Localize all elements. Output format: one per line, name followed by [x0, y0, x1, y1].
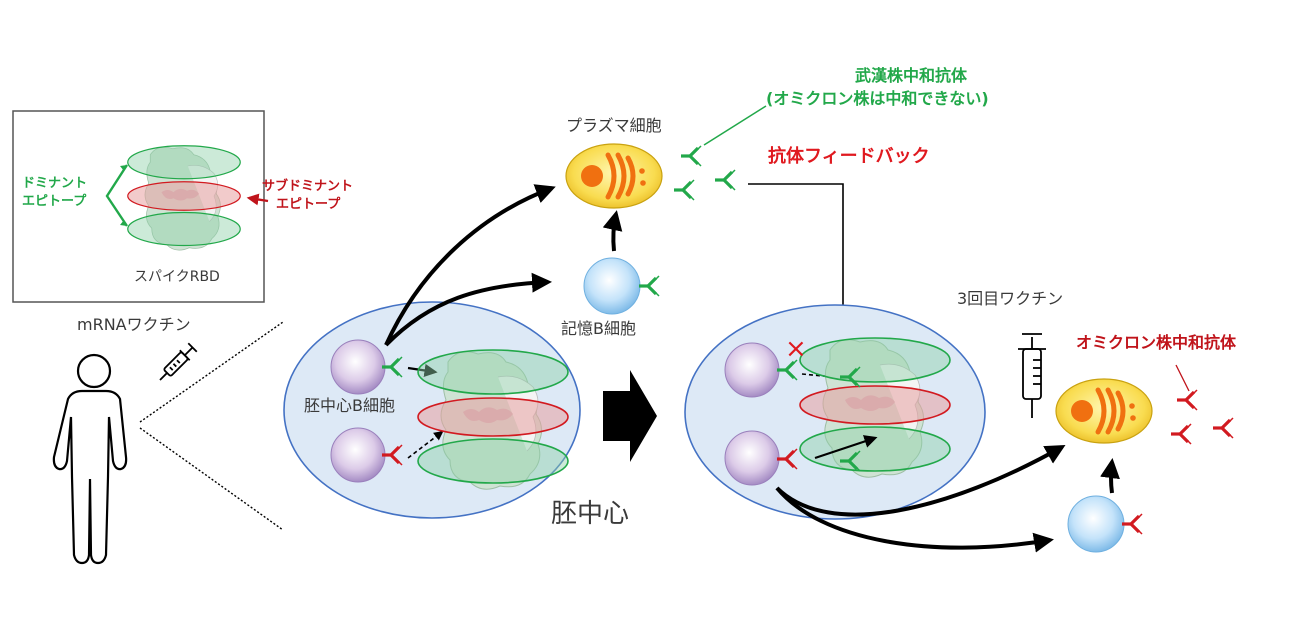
secreted-antibody-3 [713, 168, 737, 192]
gc2-b-cell-dominant [724, 342, 780, 398]
plasma-cell-top [565, 143, 663, 209]
inset-rbd-diagram [12, 110, 269, 303]
omicron-antibody-leader-line [1175, 364, 1190, 392]
inset-rbd-protein [127, 145, 241, 251]
dominant-epitope-label-line1: ドミナント [22, 176, 88, 191]
blocked-binding-x-mark: × [785, 334, 807, 364]
memory-b-cell-label: 記憶B細胞 [561, 319, 636, 338]
syringe-icon-right [1018, 333, 1046, 418]
arrow-to-plasma-cell [384, 184, 556, 346]
dominant-epitope-label-line2: エピトープ [22, 194, 87, 209]
wuhan-antibody-note: (オミクロン株は中和できない) [766, 89, 989, 108]
memory-b-cell-top [583, 257, 641, 315]
arrow-to-omicron-memory [775, 486, 1054, 553]
secreted-antibody-1 [679, 144, 703, 168]
zoom-line-bottom [139, 427, 284, 531]
omicron-antibody-3 [1211, 416, 1235, 440]
progression-arrow [603, 370, 657, 462]
gc2-b-cell-subdominant [724, 430, 780, 486]
germinal-center-2 [684, 304, 986, 520]
antibody-feedback-label: 抗体フィードバック [768, 146, 930, 167]
gc-b-cell-dominant [330, 339, 386, 395]
dominant-epitope-arrows [105, 164, 129, 227]
memory-b-cell-right [1067, 495, 1125, 553]
arrow-to-memory-b-cell [384, 272, 552, 347]
plasma-cell-label: プラズマ細胞 [566, 116, 662, 135]
arrow-memory-to-plasma-right [1100, 458, 1120, 494]
plasma-cell-right [1055, 378, 1153, 444]
secreted-antibody-2 [672, 178, 696, 202]
omicron-antibody-1 [1175, 388, 1199, 412]
rbd-protein-1 [417, 349, 569, 491]
arrow-to-omicron-plasma [775, 445, 1066, 517]
arrow-memory-to-plasma [602, 210, 623, 252]
memory-b-antibody-red [1120, 512, 1144, 536]
omicron-antibody-label: オミクロン株中和抗体 [1076, 333, 1237, 352]
gc-b-cell-label: 胚中心B細胞 [304, 396, 395, 415]
germinal-center-label: 胚中心 [551, 499, 630, 529]
wuhan-antibody-leader-line [703, 105, 767, 146]
gc-b-cell-subdominant [330, 427, 386, 483]
subdominant-binding-arrow [814, 435, 878, 460]
syringe-icon [159, 342, 198, 381]
mrna-vaccine-label: mRNAワクチン [77, 315, 191, 334]
omicron-antibody-2 [1169, 422, 1193, 446]
subdominant-epitope-label-line1: サブドミナント [262, 179, 354, 194]
person-icon [52, 353, 128, 565]
subdominant-epitope-arrow [246, 193, 269, 206]
third-vaccine-label: 3回目ワクチン [957, 289, 1064, 308]
binding-arrow-dashed [407, 430, 444, 459]
wuhan-antibody-label: 武漢株中和抗体 [855, 66, 968, 85]
memory-b-antibody-green [637, 274, 661, 298]
subdominant-epitope-label-line2: エピトープ [276, 197, 341, 212]
germinal-center-1 [283, 301, 581, 519]
blocked-binding-arrow [801, 371, 836, 382]
inset-caption: スパイクRBD [134, 269, 220, 285]
zoom-line-top [139, 321, 284, 423]
